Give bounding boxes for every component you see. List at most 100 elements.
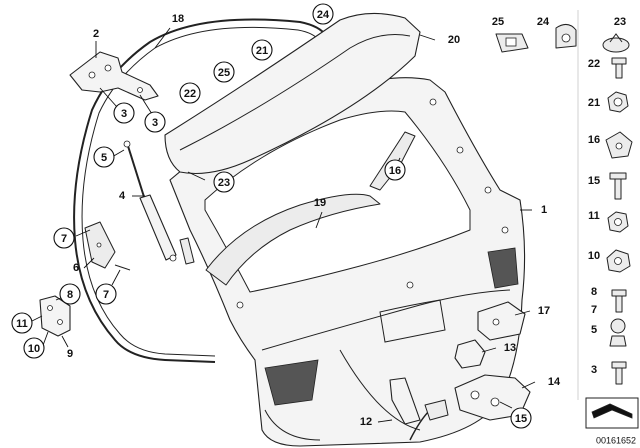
bracket-bolt bbox=[47, 305, 53, 311]
callout-25: 25 bbox=[218, 67, 230, 79]
bracket-bolt bbox=[57, 319, 63, 325]
hinge-bolt bbox=[104, 64, 112, 72]
lock-mechanism bbox=[470, 390, 480, 400]
callout-2: 2 bbox=[93, 28, 99, 40]
leader-15 bbox=[499, 401, 513, 409]
tailgate-mount-hole bbox=[236, 301, 244, 309]
legend-label-21: 21 bbox=[588, 97, 600, 109]
gas-strut-rod bbox=[127, 145, 146, 201]
callout-22-ring bbox=[179, 82, 201, 104]
legend-label-23: 23 bbox=[614, 16, 626, 28]
bracket-bolt bbox=[96, 242, 102, 248]
callout-11-ring bbox=[11, 312, 33, 334]
screw-15-shank bbox=[614, 178, 622, 200]
rear-spoiler-edge bbox=[179, 34, 411, 151]
callout-8: 8 bbox=[67, 289, 73, 301]
callout-7a-ring bbox=[53, 227, 75, 249]
ballstud-5-icon bbox=[609, 335, 627, 347]
callout-3b-ring bbox=[144, 111, 166, 133]
leader-23 bbox=[187, 171, 206, 181]
legend-label-16: 16 bbox=[588, 134, 600, 146]
screw-3-head bbox=[611, 361, 627, 369]
callout-16: 16 bbox=[389, 165, 401, 177]
callout-7b-ring bbox=[95, 283, 117, 305]
latch-screw bbox=[492, 318, 500, 326]
callout-23: 23 bbox=[218, 177, 230, 189]
callout-25-ring bbox=[213, 61, 235, 83]
gas-strut-end bbox=[169, 254, 177, 262]
bracket-pin bbox=[114, 264, 131, 271]
tailgate-lower-bumper-edge bbox=[264, 409, 321, 441]
view-direction-box bbox=[585, 397, 639, 429]
leader-19 bbox=[315, 211, 323, 229]
tail-light-right bbox=[487, 247, 519, 289]
nut-10-hole bbox=[614, 257, 622, 265]
callout-7b: 7 bbox=[103, 289, 109, 301]
gas-strut-cylinder bbox=[139, 194, 177, 261]
tailgate-mount-hole bbox=[429, 98, 437, 106]
callout-5-ring bbox=[93, 146, 115, 168]
legend-label-5: 5 bbox=[591, 324, 597, 336]
legend-label-15: 15 bbox=[588, 175, 600, 187]
hinge-bolt bbox=[88, 71, 96, 79]
strut-mount-right bbox=[179, 237, 195, 265]
inner-trim-strip bbox=[205, 193, 381, 286]
callout-4: 4 bbox=[119, 190, 126, 202]
legend-label-11: 11 bbox=[588, 210, 600, 222]
nut-11-hole bbox=[614, 218, 622, 226]
tail-light-left bbox=[264, 359, 319, 406]
screw-22-head bbox=[611, 57, 627, 65]
callout-6: 6 bbox=[73, 262, 79, 274]
leader-6 bbox=[83, 257, 95, 269]
view-direction-arrow-icon bbox=[591, 403, 633, 419]
callout-13: 13 bbox=[504, 342, 516, 354]
callout-3b: 3 bbox=[152, 117, 158, 129]
screw-15-head bbox=[609, 172, 627, 180]
screw-8-head bbox=[611, 289, 627, 297]
callout-1: 1 bbox=[541, 204, 547, 216]
hinge bbox=[69, 51, 159, 101]
legend-label-25: 25 bbox=[492, 16, 504, 28]
leader-17 bbox=[514, 310, 531, 316]
callout-24-ring bbox=[312, 3, 334, 25]
latch-actuator bbox=[477, 301, 526, 341]
leader-7b bbox=[111, 269, 121, 286]
tailgate-mount-hole bbox=[501, 226, 509, 234]
callout-19: 19 bbox=[314, 197, 326, 209]
screw-8-shank bbox=[615, 295, 623, 313]
leader-7a bbox=[75, 229, 91, 237]
leader-3b bbox=[139, 94, 153, 115]
lock-connector bbox=[424, 399, 449, 421]
lock-mechanism bbox=[490, 397, 500, 407]
legend-label-10: 10 bbox=[588, 250, 600, 262]
callout-5: 5 bbox=[101, 152, 107, 164]
callout-21: 21 bbox=[256, 45, 268, 57]
grommet-23-icon bbox=[602, 37, 630, 53]
callout-22: 22 bbox=[184, 88, 196, 100]
leader-14 bbox=[521, 381, 536, 389]
callout-3a: 3 bbox=[121, 108, 127, 120]
gas-strut-end bbox=[123, 140, 131, 148]
callout-17: 17 bbox=[538, 305, 550, 317]
callout-15-ring bbox=[510, 407, 532, 429]
access-panel bbox=[389, 377, 421, 425]
legend-label-24: 24 bbox=[537, 16, 550, 28]
leader-3a bbox=[99, 87, 118, 108]
callout-10-ring bbox=[23, 337, 45, 359]
ballstud-5-ball bbox=[610, 318, 626, 334]
legend-label-22: 22 bbox=[588, 58, 600, 70]
hinge-bolt bbox=[137, 87, 143, 93]
callout-18: 18 bbox=[172, 13, 184, 25]
callout-9: 9 bbox=[67, 348, 73, 360]
callout-8-ring bbox=[59, 283, 81, 305]
nut-21-hole bbox=[613, 97, 623, 107]
callout-3a-ring bbox=[113, 102, 135, 124]
callout-24: 24 bbox=[317, 9, 330, 21]
rear-spoiler bbox=[164, 12, 421, 175]
callout-21-ring bbox=[251, 39, 273, 61]
leader-9 bbox=[61, 335, 69, 348]
legend-label-3: 3 bbox=[591, 364, 597, 376]
leader-13 bbox=[481, 347, 497, 353]
grommet-23-top bbox=[609, 33, 623, 43]
